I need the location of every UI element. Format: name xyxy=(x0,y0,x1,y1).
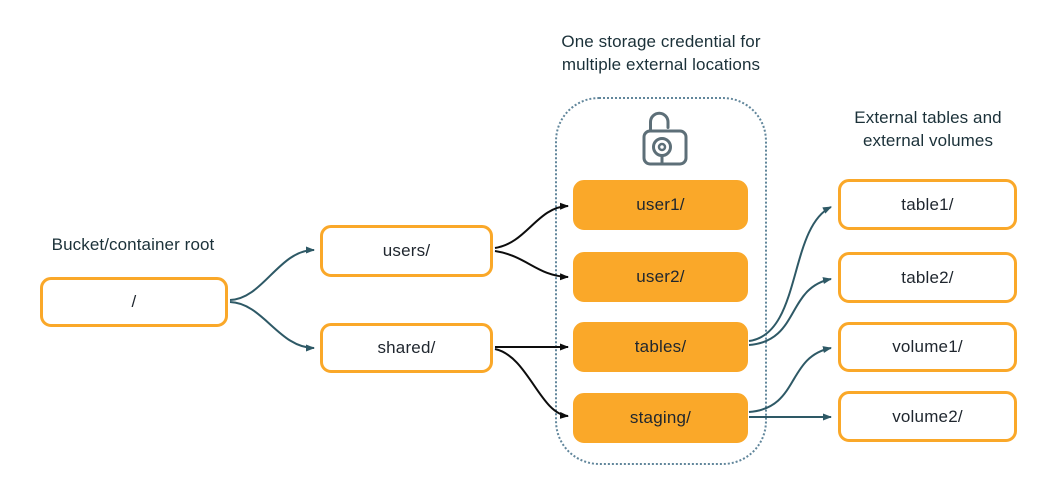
node-users: users/ xyxy=(320,225,493,277)
caption-storage-credential-line1: One storage credential for xyxy=(561,32,761,51)
caption-storage-credential-line2: multiple external locations xyxy=(561,55,761,74)
edge-root-shared xyxy=(229,301,315,352)
edge-root-users xyxy=(229,246,315,301)
node-shared: shared/ xyxy=(320,323,493,373)
node-user2: user2/ xyxy=(573,252,748,302)
node-volume2: volume2/ xyxy=(838,391,1017,442)
caption-external-tables-volumes: External tables and external volumes xyxy=(818,106,1038,152)
caption-external-line1: External tables and xyxy=(854,108,1002,127)
node-user1: user1/ xyxy=(573,180,748,230)
caption-storage-credential: One storage credential for multiple exte… xyxy=(541,30,781,76)
node-table2: table2/ xyxy=(838,252,1017,303)
caption-external-line2: external volumes xyxy=(862,131,994,150)
open-padlock-icon xyxy=(641,111,689,172)
node-root: / xyxy=(40,277,228,327)
node-staging: staging/ xyxy=(573,393,748,443)
node-table1: table1/ xyxy=(838,179,1017,230)
node-volume1: volume1/ xyxy=(838,322,1017,372)
node-tables: tables/ xyxy=(573,322,748,372)
caption-bucket-root: Bucket/container root xyxy=(51,235,215,254)
